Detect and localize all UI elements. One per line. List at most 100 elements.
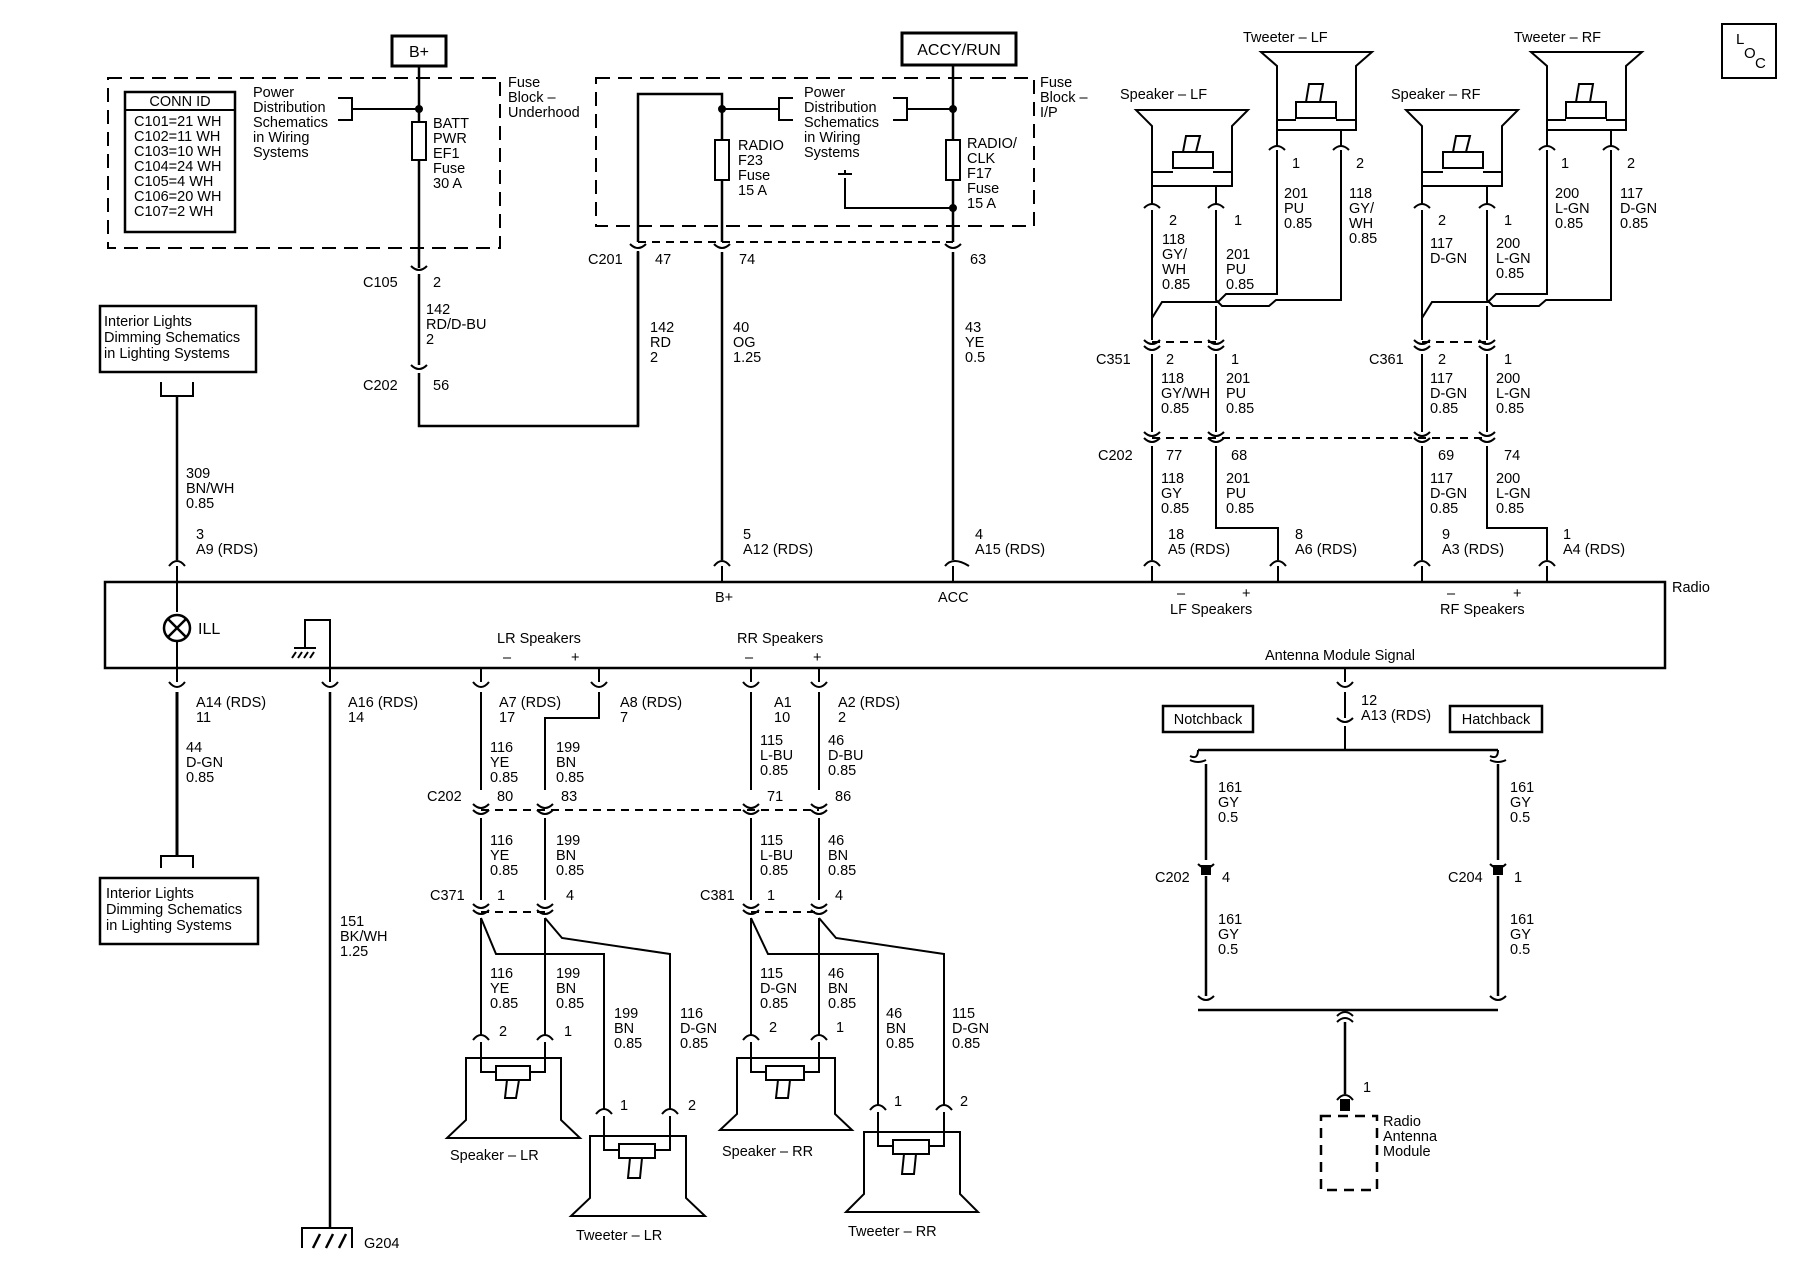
svg-text:Underhood: Underhood	[508, 105, 580, 121]
c371-label: C371	[430, 888, 465, 904]
svg-text:A14 (RDS): A14 (RDS)	[196, 695, 266, 711]
svg-text:0.85: 0.85	[828, 863, 856, 879]
tweeter-rf-label: Tweeter – RF	[1514, 30, 1601, 46]
svg-text:0.85: 0.85	[186, 770, 214, 786]
svg-text:0.85: 0.85	[1496, 501, 1524, 517]
svg-text:Power: Power	[253, 85, 294, 101]
svg-text:4: 4	[1222, 870, 1230, 886]
wire-115-b-label: 115 L-BU 0.85	[760, 833, 793, 879]
svg-text:0.85: 0.85	[1620, 216, 1648, 232]
svg-text:WH: WH	[1162, 262, 1186, 278]
svg-text:0.85: 0.85	[1284, 216, 1312, 232]
svg-text:161: 161	[1218, 780, 1242, 796]
wire-161-c-label: 161 GY 0.5	[1218, 912, 1242, 958]
svg-text:GY: GY	[1510, 927, 1531, 943]
svg-text:Antenna: Antenna	[1383, 1129, 1438, 1145]
ground-g204-icon	[301, 1227, 353, 1249]
svg-text:–: –	[1447, 586, 1456, 602]
svg-text:Power: Power	[804, 85, 845, 101]
svg-text:A5 (RDS): A5 (RDS)	[1168, 542, 1230, 558]
svg-text:0.85: 0.85	[490, 996, 518, 1012]
svg-text:0.85: 0.85	[1161, 401, 1189, 417]
svg-text:Fuse: Fuse	[433, 161, 465, 177]
svg-text:201: 201	[1226, 247, 1250, 263]
wire-142-rd-dbu-label: 142 RD/D-BU 2	[426, 302, 486, 348]
svg-text:–: –	[745, 650, 754, 666]
svg-text:GY: GY	[1218, 795, 1239, 811]
svg-text:2: 2	[650, 350, 658, 366]
svg-text:47: 47	[655, 252, 671, 268]
svg-text:Schematics: Schematics	[253, 115, 328, 131]
svg-text:30 A: 30 A	[433, 176, 462, 192]
svg-text:4: 4	[975, 527, 983, 543]
speaker-rf-label: Speaker – RF	[1391, 87, 1481, 103]
svg-text:in Wiring: in Wiring	[253, 130, 309, 146]
radio-label: Radio	[1672, 580, 1710, 596]
wire-142-rd-label: 142 RD 2	[650, 320, 674, 366]
svg-text:1.25: 1.25	[733, 350, 761, 366]
wire-200-c202-label: 200 L-GN 0.85	[1496, 471, 1531, 517]
svg-text:1: 1	[767, 888, 775, 904]
svg-text:83: 83	[561, 789, 577, 805]
svg-text:71: 71	[767, 789, 783, 805]
svg-text:0.85: 0.85	[886, 1036, 914, 1052]
svg-text:GY/WH: GY/WH	[1161, 386, 1210, 402]
svg-text:A16 (RDS): A16 (RDS)	[348, 695, 418, 711]
svg-text:YE: YE	[490, 981, 510, 997]
svg-text:A1: A1	[774, 695, 792, 711]
conn-id-row: C105=4 WH	[134, 174, 213, 190]
fuse-block-underhood-outline	[107, 77, 501, 249]
svg-text:Distribution: Distribution	[253, 100, 326, 116]
svg-text:200: 200	[1555, 186, 1579, 202]
tweeter-lf-icon: Tweeter – LF	[1243, 30, 1375, 146]
svg-text:7: 7	[620, 710, 628, 726]
svg-text:80: 80	[497, 789, 513, 805]
svg-text:BN: BN	[828, 981, 848, 997]
svg-text:2: 2	[433, 275, 441, 291]
svg-text:200: 200	[1496, 371, 1520, 387]
loc-symbol: L O C	[1721, 23, 1777, 79]
speaker-lf-icon: Speaker – LF	[1120, 87, 1251, 204]
svg-text:A2 (RDS): A2 (RDS)	[838, 695, 900, 711]
svg-text:GY/: GY/	[1162, 247, 1188, 263]
svg-text:RD/D-BU: RD/D-BU	[426, 317, 486, 333]
svg-text:Systems: Systems	[804, 145, 860, 161]
radio-clk-fuse	[945, 139, 961, 181]
svg-text:RD: RD	[650, 335, 671, 351]
svg-text:116: 116	[490, 966, 513, 982]
svg-text:1: 1	[1561, 156, 1569, 172]
wire-118-tlf-label: 118 GY/ WH 0.85	[1349, 186, 1377, 247]
svg-text:GY: GY	[1161, 486, 1182, 502]
svg-text:1: 1	[1514, 870, 1522, 886]
svg-text:D-GN: D-GN	[1430, 386, 1467, 402]
wire-116-d-label: 116 D-GN 0.85	[680, 1006, 717, 1052]
svg-text:44: 44	[186, 740, 202, 756]
svg-text:RADIO: RADIO	[738, 138, 784, 154]
radio-module	[103, 580, 1667, 670]
fuse-block-underhood-label: Fuse Block – Underhood	[508, 75, 580, 121]
wire-116-a-label: 116 YE 0.85	[490, 740, 518, 786]
svg-text:0.85: 0.85	[614, 1036, 642, 1052]
power-dist-note-left: Power Distribution Schematics in Wiring …	[253, 85, 419, 161]
svg-text:2: 2	[1438, 352, 1446, 368]
svg-text:Dimming Schematics: Dimming Schematics	[104, 330, 240, 346]
svg-text:A12 (RDS): A12 (RDS)	[743, 542, 813, 558]
svg-text:0.85: 0.85	[1226, 501, 1254, 517]
svg-text:74: 74	[1504, 448, 1520, 464]
svg-text:BN: BN	[556, 848, 576, 864]
lr-speakers-label: LR Speakers	[497, 631, 581, 647]
svg-text:L-GN: L-GN	[1496, 486, 1531, 502]
wire-151-label: 151 BK/WH 1.25	[340, 914, 388, 960]
svg-text:69: 69	[1438, 448, 1454, 464]
svg-text:0.5: 0.5	[965, 350, 985, 366]
svg-text:D-GN: D-GN	[186, 755, 223, 771]
svg-text:PU: PU	[1226, 386, 1246, 402]
wire-200-trf-label: 200 L-GN 0.85	[1555, 186, 1590, 232]
svg-text:0.85: 0.85	[490, 863, 518, 879]
wire-199-d-label: 199 BN 0.85	[614, 1006, 642, 1052]
svg-text:199: 199	[556, 740, 580, 756]
conn-id-title: CONN ID	[149, 94, 210, 110]
svg-text:201: 201	[1284, 186, 1308, 202]
speaker-rf-icon: Speaker – RF	[1391, 87, 1521, 204]
svg-text:–: –	[1177, 586, 1186, 602]
